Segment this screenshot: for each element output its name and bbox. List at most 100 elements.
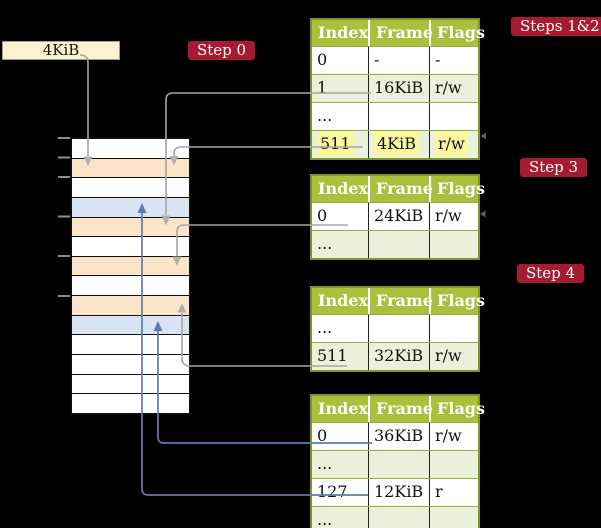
table-header-cell-index: Index xyxy=(318,179,369,198)
table-header-cell-frame: Frame xyxy=(368,20,433,46)
table-cell-value: r/w xyxy=(435,78,462,97)
table-cell: r/w xyxy=(429,423,478,450)
memory-frame-row-3 xyxy=(72,196,189,217)
table-cell-value: 0 xyxy=(317,206,328,225)
table-cell-value: 1 xyxy=(317,78,328,97)
table-header-cell-frame: Frame xyxy=(368,288,433,314)
cut-arrow-stubs xyxy=(480,132,486,218)
table-header-cell-frame: Frame xyxy=(368,396,433,422)
table-row: ... xyxy=(312,102,478,130)
table-row: 511 32KiB r/w xyxy=(312,342,478,370)
memory-frame-row-0 xyxy=(72,139,189,158)
table-cell: r/w xyxy=(429,343,478,370)
table-header-cell-index: Index xyxy=(318,399,369,418)
table-row: ... xyxy=(312,314,478,342)
table-cell xyxy=(429,231,478,258)
table-row: ... xyxy=(312,506,478,528)
table-cell: r/w xyxy=(429,203,478,230)
arrow-left-icon xyxy=(480,210,486,218)
table-cell: r xyxy=(429,479,478,506)
table-cell: 24KiB xyxy=(368,203,429,230)
table-cell: - xyxy=(368,47,429,74)
badge-steps-1-2: Steps 1&2 xyxy=(511,17,601,36)
table-cell: 36KiB xyxy=(368,423,429,450)
badge-steps-1-2-label: Steps 1&2 xyxy=(520,17,600,35)
table-header-cell-index: Index xyxy=(318,23,369,42)
table-cell: ... xyxy=(312,507,368,528)
memory-frame-row-12 xyxy=(72,373,189,394)
table-cell xyxy=(368,231,429,258)
table-cell-value: ... xyxy=(317,510,333,528)
table-cell: - xyxy=(429,47,478,74)
memory-frame-row-13 xyxy=(72,393,189,413)
table-row: ... xyxy=(312,230,478,258)
table-header-cell-flags: Flags xyxy=(429,176,485,202)
badge-step-3: Step 3 xyxy=(520,158,588,177)
table-cell: 32KiB xyxy=(368,343,429,370)
memory-frame-row-5 xyxy=(72,236,189,256)
table-cell-value: ... xyxy=(317,454,333,473)
table-cell-value: - xyxy=(435,50,441,69)
table-cell: ... xyxy=(312,231,368,258)
table-cell-value: r/w xyxy=(435,131,468,156)
memory-frame-row-10 xyxy=(72,334,189,355)
frame-address-label-box: 4KiB xyxy=(2,41,120,60)
table-header-cell-flags: Flags xyxy=(429,396,485,422)
table-cell-value: ... xyxy=(317,318,333,337)
table-cell xyxy=(368,315,429,342)
table-cell: ... xyxy=(312,315,368,342)
memory-frame-row-7 xyxy=(72,275,189,296)
table-cell-value: - xyxy=(374,50,380,69)
table-cell-value: 24KiB xyxy=(374,206,424,225)
table-cell-value: 511 xyxy=(317,346,348,365)
memory-frame-row-1 xyxy=(72,157,189,178)
table-cell-value: 0 xyxy=(317,426,328,445)
memory-frame-row-4 xyxy=(72,216,189,237)
table-cell-value: r/w xyxy=(435,346,462,365)
table-cell: 511 xyxy=(312,131,368,158)
badge-step-3-label: Step 3 xyxy=(529,158,579,176)
memory-frame-row-11 xyxy=(72,354,189,374)
memory-frame-row-9 xyxy=(72,314,189,335)
table-cell-value: r xyxy=(435,482,443,501)
badge-step-4: Step 4 xyxy=(517,264,585,283)
table-cell xyxy=(368,507,429,528)
arrow-left-icon xyxy=(480,132,486,140)
table-cell xyxy=(429,451,478,478)
table-cell: 4KiB xyxy=(368,131,429,158)
table-cell-value: 4KiB xyxy=(374,131,420,156)
table-cell-value: r/w xyxy=(435,206,462,225)
table-cell xyxy=(368,103,429,130)
table-cell-value: 16KiB xyxy=(374,78,424,97)
table-row: 0 - - xyxy=(312,46,478,74)
table-cell: 127 xyxy=(312,479,368,506)
table-cell-value: ... xyxy=(317,234,333,253)
table-cell-value: r/w xyxy=(435,426,462,445)
physical-memory-column xyxy=(70,137,191,415)
table-header-cell-index: Index xyxy=(318,291,369,310)
table-cell: 1 xyxy=(312,75,368,102)
table-cell: r/w xyxy=(429,131,478,158)
table-cell xyxy=(429,507,478,528)
table-row: 1 16KiB r/w xyxy=(312,74,478,102)
table-cell: r/w xyxy=(429,75,478,102)
table-cell-value: 0 xyxy=(317,50,328,69)
table-cell-value: 127 xyxy=(317,482,348,501)
table-cell: 16KiB xyxy=(368,75,429,102)
table-header-cell-flags: Flags xyxy=(429,288,485,314)
table-cell-value: 36KiB xyxy=(374,426,424,445)
table-cell: 0 xyxy=(312,47,368,74)
table-cell: 0 xyxy=(312,423,368,450)
table-cell xyxy=(429,103,478,130)
table-cell-value: ... xyxy=(317,106,333,125)
badge-step-0-label: Step 0 xyxy=(197,41,247,59)
